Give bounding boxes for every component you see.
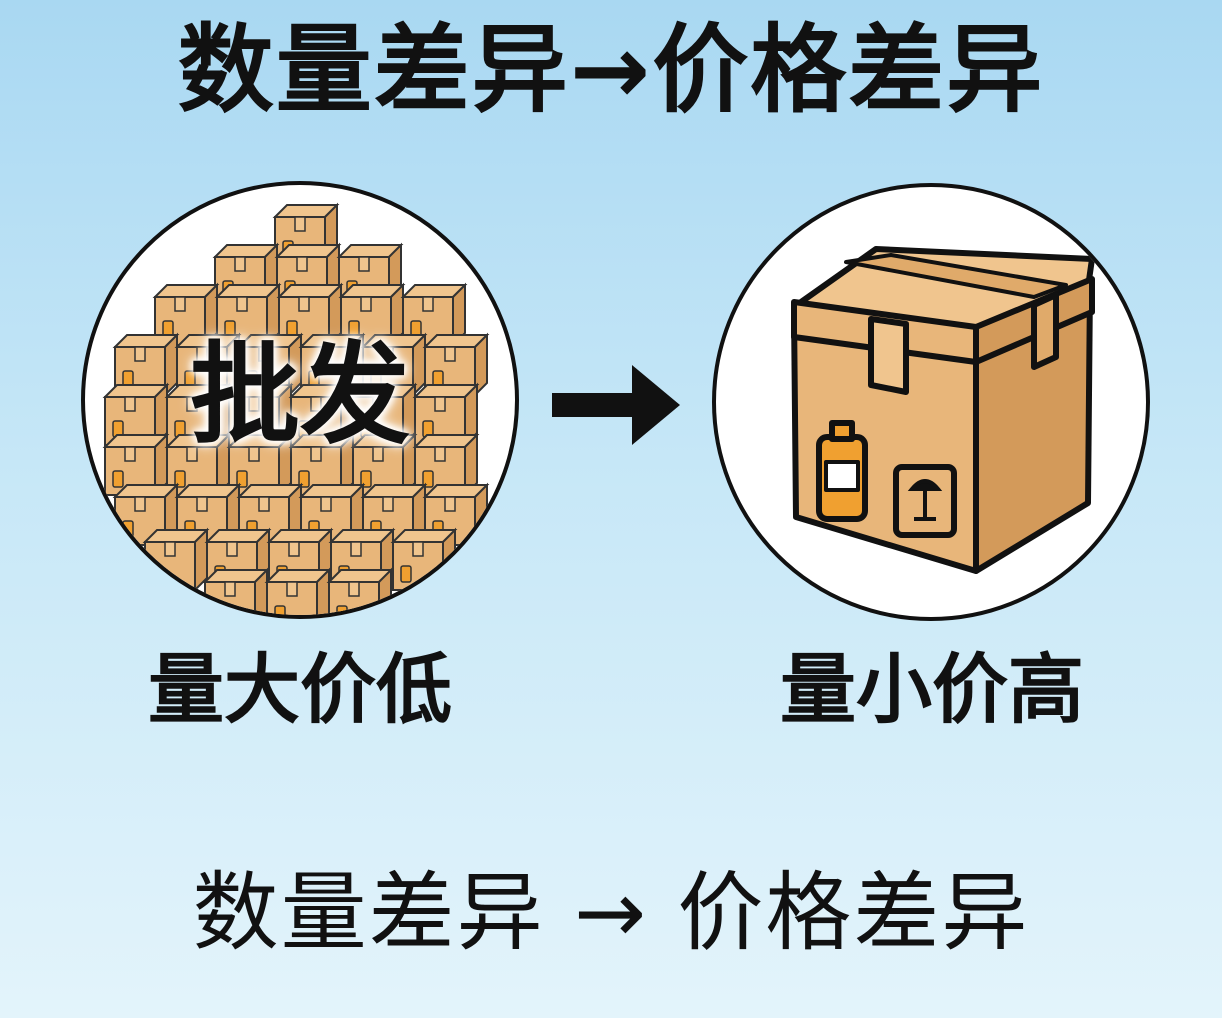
right-caption: 量小价高 bbox=[780, 645, 1084, 734]
right-arrow-icon bbox=[552, 360, 682, 454]
wholesale-circle: 批发 bbox=[81, 181, 519, 619]
box-pile-icon bbox=[102, 202, 490, 615]
small-box bbox=[390, 527, 458, 593]
small-box bbox=[226, 382, 294, 448]
small-box bbox=[202, 567, 270, 615]
cardboard-box-icon bbox=[791, 246, 1095, 574]
small-box bbox=[142, 527, 210, 593]
small-box bbox=[276, 282, 344, 348]
wholesale-badge: 批发 bbox=[190, 331, 410, 459]
retail-circle bbox=[712, 183, 1150, 621]
small-box bbox=[400, 282, 468, 348]
left-caption: 量大价低 bbox=[148, 645, 452, 734]
page-title: 数量差异→价格差异 bbox=[177, 14, 1045, 126]
small-box bbox=[264, 567, 332, 615]
small-box bbox=[152, 282, 220, 348]
small-box bbox=[288, 432, 356, 498]
bottom-caption: 数量差异 → 价格差异 bbox=[192, 863, 1030, 963]
small-box bbox=[326, 567, 394, 615]
small-box bbox=[164, 382, 232, 448]
